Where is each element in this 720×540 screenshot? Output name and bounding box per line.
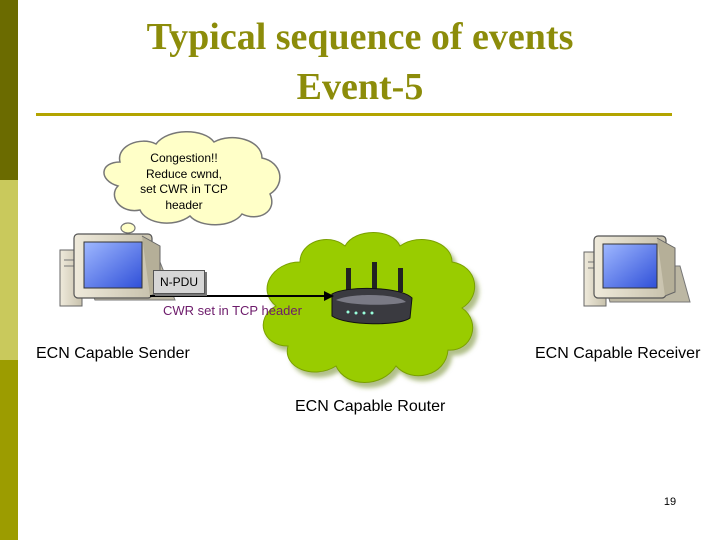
receiver-label: ECN Capable Receiver bbox=[535, 345, 701, 362]
thought-bubble-icon bbox=[103, 131, 281, 244]
slide-title-line1: Typical sequence of events bbox=[146, 16, 574, 58]
sender-label: ECN Capable Sender bbox=[36, 345, 190, 362]
side-bar-bottom bbox=[0, 360, 18, 540]
router-label: ECN Capable Router bbox=[295, 398, 446, 415]
cwr-arrow bbox=[150, 291, 334, 301]
side-bar-top bbox=[0, 0, 18, 180]
n-pdu-packet: N-PDU bbox=[153, 270, 205, 294]
thought-bubble-text: Congestion!! Reduce cwnd, set CWR in TCP… bbox=[140, 151, 228, 212]
receiver-computer-icon bbox=[583, 235, 691, 307]
page-number: 19 bbox=[663, 496, 677, 508]
title-underline bbox=[36, 113, 672, 116]
router-icon bbox=[331, 262, 413, 325]
slide-title-line2: Event-5 bbox=[296, 66, 424, 108]
arrow-label: CWR set in TCP header bbox=[163, 303, 302, 318]
side-bar-middle bbox=[0, 180, 18, 360]
